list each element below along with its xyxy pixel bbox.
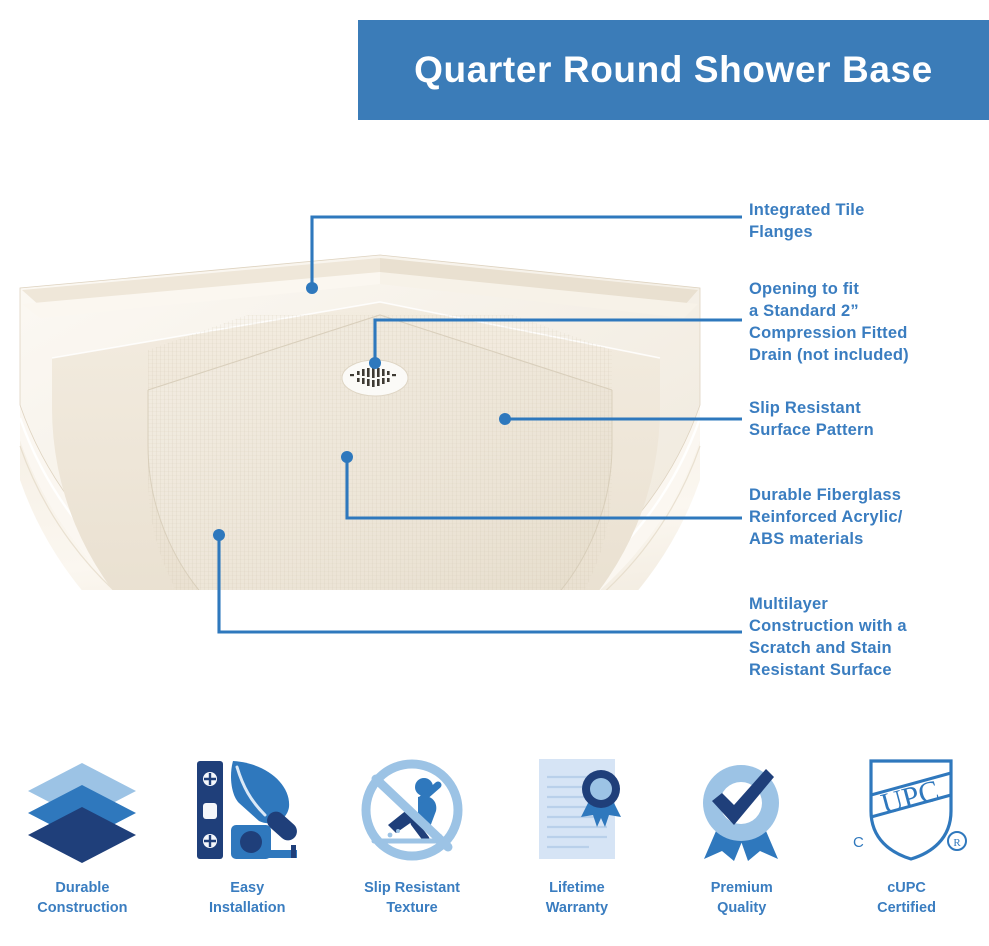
title-banner: Quarter Round Shower Base: [358, 20, 989, 120]
upc-c-mark: C: [853, 834, 864, 851]
callout-label-integrated-tile-flanges: Integrated Tile Flanges: [749, 201, 865, 241]
feature-caption: Durable Construction: [37, 880, 128, 916]
drain-grate: [341, 359, 409, 397]
upc-text: UPC: [877, 774, 942, 821]
certificate-icon: [512, 755, 642, 865]
layers-icon: [17, 755, 147, 865]
feature-caption: cUPC Certified: [877, 880, 936, 916]
callout-label-durable-fiberglass-materials: Durable Fiberglass Reinforced Acrylic/ A…: [749, 486, 903, 548]
product-illustration: [18, 254, 702, 590]
callout-label-drain-opening: Opening to fit a Standard 2” Compression…: [749, 280, 909, 364]
feature-lifetime-warranty: Lifetime Warranty: [494, 755, 659, 930]
callout-label-multilayer-construction: Multilayer Construction with a Scratch a…: [749, 595, 907, 679]
feature-caption: Slip Resistant Texture: [364, 880, 461, 916]
feature-durable-construction: Durable Construction: [0, 755, 165, 930]
upc-shield-icon: UPC C R: [842, 755, 972, 865]
feature-cupc-certified: UPC C R cUPC Certified: [824, 755, 989, 930]
feature-caption: Lifetime Warranty: [545, 880, 609, 916]
feature-slip-resistant: Slip Resistant Texture: [330, 755, 495, 930]
feature-benefits-strip: Durable Construction: [0, 755, 989, 930]
callout-label-slip-resistant-surface-pattern: Slip Resistant Surface Pattern: [749, 399, 874, 439]
page-title: Quarter Round Shower Base: [414, 49, 933, 90]
level-trowel-icon: [182, 755, 312, 865]
registered-mark: R: [953, 837, 961, 849]
award-check-icon: [677, 755, 807, 865]
feature-easy-installation: Easy Installation: [165, 755, 330, 930]
feature-caption: Premium Quality: [710, 880, 773, 916]
feature-caption: Easy Installation: [208, 880, 286, 916]
no-slip-icon: [347, 755, 477, 865]
feature-premium-quality: Premium Quality: [659, 755, 824, 930]
